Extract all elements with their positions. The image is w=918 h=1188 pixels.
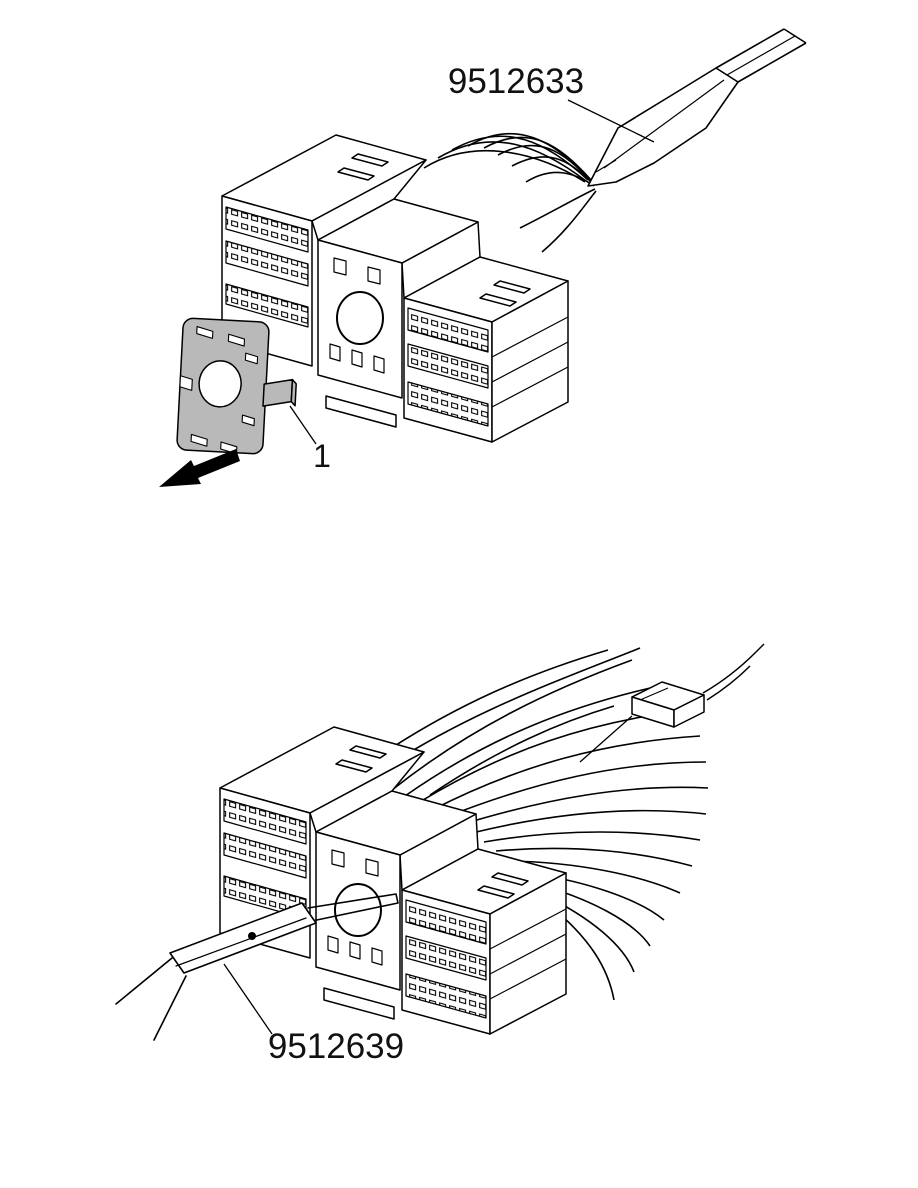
- wire: [459, 786, 709, 826]
- tool-handle-hole: [248, 932, 256, 940]
- part-leader-line: [289, 405, 317, 445]
- wire: [471, 809, 707, 834]
- lock-plate-slot: [244, 352, 259, 365]
- wire: [391, 659, 633, 791]
- terminal-wire: [706, 665, 751, 701]
- lock-plate-slot: [227, 333, 246, 347]
- wire: [519, 188, 596, 229]
- tool-leader-line: [223, 963, 273, 1035]
- wire: [404, 683, 669, 797]
- wire: [525, 171, 595, 187]
- direction-arrow-icon: [159, 449, 240, 487]
- tool-leader-line: [567, 99, 655, 143]
- tool-handle: [169, 902, 317, 974]
- terminal-leader-line: [579, 715, 633, 763]
- tool-shaft-line: [726, 35, 796, 76]
- tool-number-label: 9512639: [268, 1027, 404, 1066]
- extraction-tool-9512633: [587, 28, 807, 187]
- part-number-label: 1: [313, 438, 331, 474]
- wire: [445, 761, 707, 818]
- wire: [507, 860, 681, 894]
- wire: [429, 705, 615, 796]
- lock-plate-slot: [179, 375, 193, 391]
- removed-terminal: [631, 643, 765, 728]
- wire: [483, 136, 592, 181]
- tool-number-label: 9512633: [448, 62, 584, 101]
- tool-handle-edge-line: [175, 917, 307, 967]
- terminal-side-face: [673, 694, 705, 728]
- lock-plate-slot: [190, 433, 208, 447]
- connector-housing: [219, 726, 567, 1035]
- lock-plate-slot: [241, 414, 255, 427]
- lock-plate-hole: [198, 360, 242, 408]
- wire: [511, 156, 594, 185]
- wire: [541, 190, 597, 253]
- terminal-wire-end: [755, 643, 765, 653]
- wire: [483, 831, 701, 843]
- figure-bottom: 9512639: [115, 643, 765, 1066]
- lock-plate-tab: [262, 378, 294, 407]
- removal-tool-9512639: [115, 893, 399, 1041]
- terminal-detail-line: [639, 687, 669, 701]
- lock-plate-slot: [196, 326, 214, 339]
- tool-tail: [115, 957, 173, 1005]
- figure-top: 9512633 1: [159, 28, 807, 487]
- wire: [431, 735, 701, 811]
- wire-bundle: [423, 132, 597, 253]
- tool-tail: [153, 975, 187, 1041]
- wire: [497, 144, 593, 183]
- tool-tip-line: [595, 159, 617, 173]
- tool-blade: [307, 893, 399, 922]
- tool-ridge-line: [603, 79, 725, 169]
- lock-plate-tab-side: [290, 378, 297, 407]
- terminal-wire: [702, 651, 757, 694]
- wire: [495, 847, 693, 867]
- secondary-lock-plate: [176, 317, 297, 455]
- wire: [437, 141, 587, 182]
